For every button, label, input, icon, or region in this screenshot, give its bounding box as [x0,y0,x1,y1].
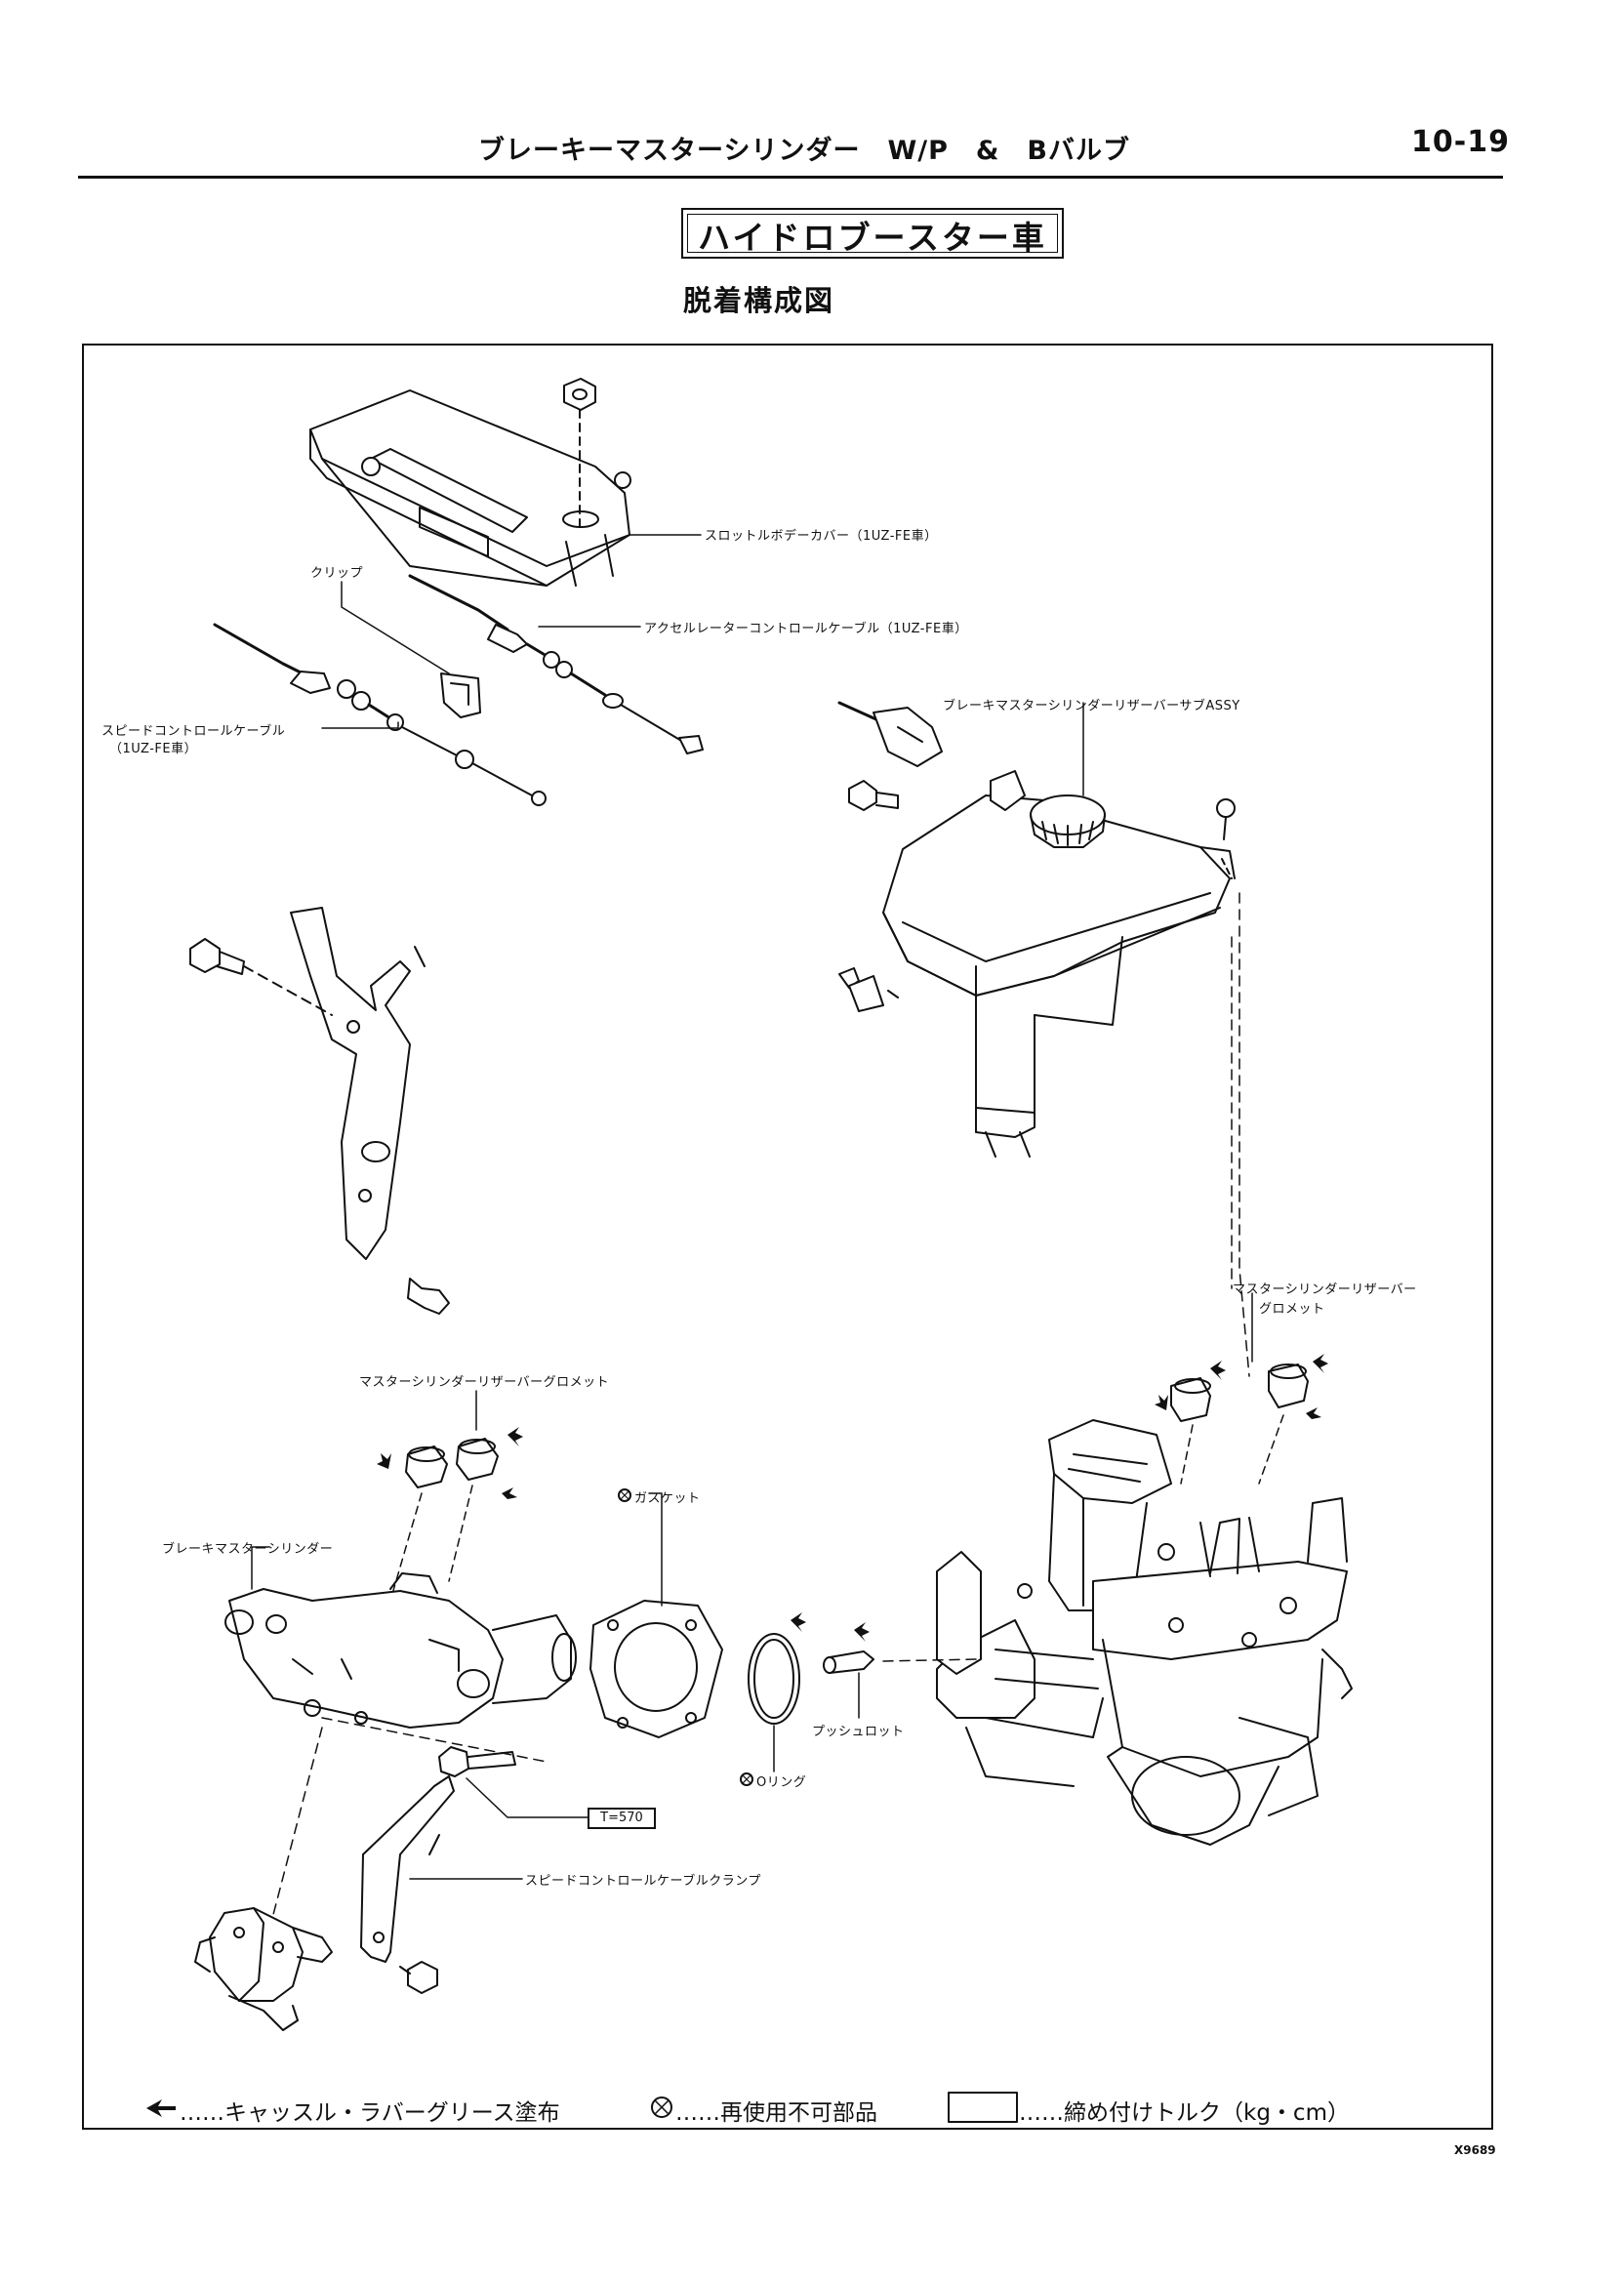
legend-torque-text: ……締め付けトルク（kg・cm） [1019,2100,1350,2126]
push-rod-illustration [823,1650,874,1674]
reservoir-bolt-illustration [848,780,899,811]
page-number: 10-19 [1411,125,1510,159]
grease-arrow-marks [377,1427,523,1499]
sensor-bracket-illustration [194,1907,333,2031]
reservoir-screw-illustration [1216,798,1236,879]
grease-arrow-marks [1155,1354,1328,1419]
torque-bolt-illustration [438,1746,516,1777]
torque-legend-icon [948,2092,1018,2123]
reservoir-hose-illustration [837,701,943,767]
master-cylinder-label: ブレーキマスターシリンダー [162,1542,334,1557]
reservoir-bracket-illustration [838,967,899,1012]
grease-legend-icon [146,2099,176,2117]
bracket-illustration [290,907,426,1260]
non-reusable-marks [618,1488,753,1786]
throttle-body-cover-label: スロットルボデーカバー（1UZ-FE車） [705,529,938,544]
o-ring-illustration [748,1633,800,1725]
right-grommet-label: マスターシリンダーリザーバー [1233,1282,1417,1297]
push-rod-label: プッシュロット [812,1725,905,1739]
accelerator-cable-label: アクセルレーターコントロールケーブル（1UZ-FE車） [644,622,968,636]
grease-arrow-marks [854,1622,870,1642]
right-grommet-sublabel: グロメット [1259,1302,1325,1317]
header-title: ブレーキーマスターシリンダー W/P & Bバルブ [478,136,1131,166]
legend-grease-text: ……キャッスル・ラバーグリース塗布 [180,2100,560,2126]
legend-non-reusable-text: ……再使用不可部品 [675,2100,877,2126]
grease-arrow-marks [791,1612,806,1632]
reservoir-label: ブレーキマスターシリンダーリザーバーサブASSY [943,699,1240,713]
brake-master-cylinder-illustration [224,1572,577,1729]
clip-label: クリップ [310,566,364,581]
section-title-box [681,208,1064,259]
section-title: ハイドロブースター車 [698,219,1047,257]
hydro-booster-illustration [936,1419,1353,1846]
cover-bolt-illustration [361,457,631,489]
torque-value-box: T=570 [588,1808,656,1829]
accelerator-cable-illustration [408,574,704,754]
header-rule [78,176,1503,179]
speed-control-cable-label: スピードコントロールケーブル [102,724,286,739]
clip-illustration [440,672,481,718]
cable-clamp-illustration [360,1775,455,1963]
o-ring-label: Oリング [756,1775,807,1790]
left-grommet-label: マスターシリンダーリザーバーグロメット [359,1375,610,1390]
left-grommet-illustration [405,1438,499,1488]
cable-clamp-label: スピードコントロールケーブルクランプ [525,1874,761,1889]
non-reusable-legend-icon [651,2097,672,2118]
gasket-label: ガスケット [634,1491,701,1506]
figure-code: X9689 [1454,2143,1496,2157]
throttle-body-cover-illustration [309,389,630,587]
right-grommet-illustration [1170,1364,1309,1422]
speed-control-cable-sublabel: （1UZ-FE車） [109,742,198,756]
nut-illustration [563,378,596,528]
clamp-bolt-illustration [399,1961,438,1994]
reservoir-illustration [882,770,1236,1158]
bracket-lower-bolt-illustration [407,1278,450,1315]
bracket-bolt-illustration [189,938,333,1016]
diagram-title: 脱着構成図 [683,284,835,317]
diagram-frame [82,344,1493,2130]
speed-control-cable-illustration [213,623,547,806]
gasket-illustration [589,1600,723,1738]
